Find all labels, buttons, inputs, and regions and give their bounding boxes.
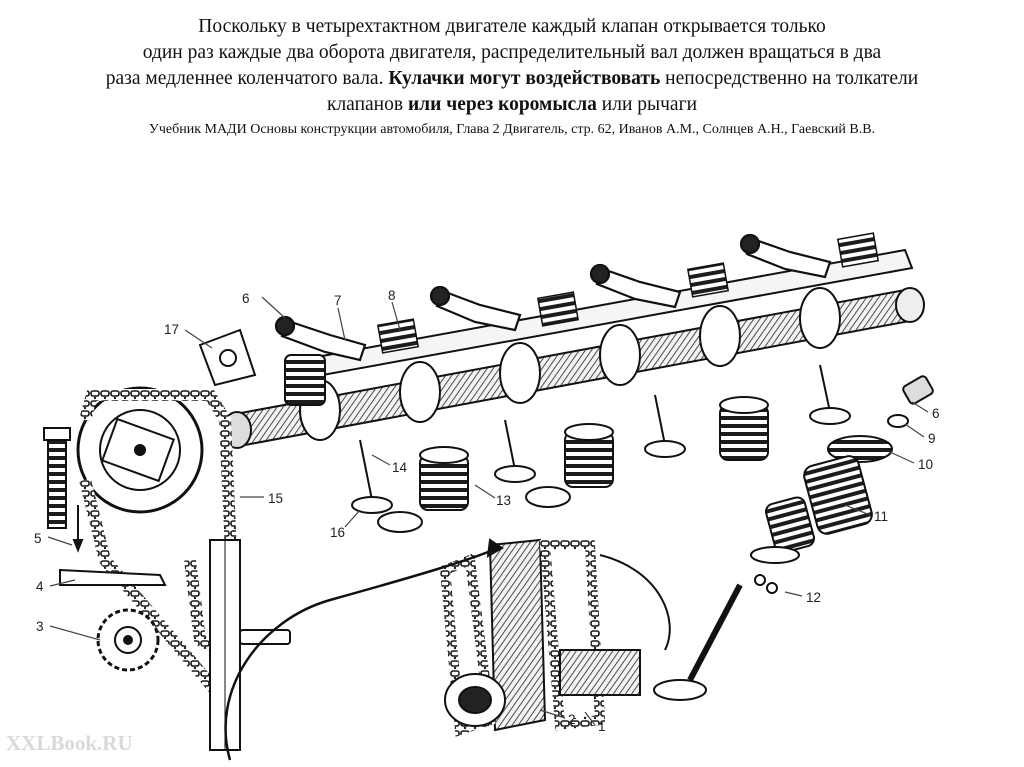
caption-line-4-c: или рычаги [596, 94, 698, 115]
leader-lines [47, 296, 929, 726]
label-12: 12 [806, 590, 821, 605]
label-5: 5 [34, 531, 42, 546]
caption-line-4-a: клапанов [326, 94, 408, 115]
caption-line-4-bold: или через коромысла [407, 94, 597, 115]
gasket [198, 328, 257, 387]
cam-lobes [299, 287, 841, 441]
caption-line-4: клапанов или через коромысла или рычаги [0, 92, 1024, 118]
caption-line-2: один раз каждые два оборота двигателя, р… [142, 42, 882, 63]
inset-detail [224, 538, 671, 761]
valves [351, 364, 851, 514]
timing-chain [79, 389, 242, 694]
label-14: 14 [392, 460, 408, 475]
tappets [284, 354, 769, 511]
caption-line-3-bold: Кулачки могут воздействовать [388, 68, 661, 89]
cam-sprocket [76, 386, 204, 514]
label-8: 8 [388, 288, 396, 303]
tensioner [209, 539, 291, 751]
label-16: 16 [330, 525, 345, 540]
label-4: 4 [36, 579, 44, 594]
tensioner-spring [43, 427, 84, 553]
label-2: 2 [568, 712, 576, 727]
caption-line-1: Поскольку в четырехтактном двигателе каж… [198, 16, 826, 37]
label-3: 3 [36, 619, 44, 634]
lever [59, 568, 167, 586]
part-labels: 6 7 8 17 6 9 10 11 12 13 14 15 16 5 4 3 … [34, 288, 940, 734]
label-7: 7 [334, 293, 342, 308]
label-17: 17 [164, 322, 179, 337]
label-9: 9 [928, 431, 936, 446]
label-15: 15 [268, 491, 283, 506]
label-6-right: 6 [932, 406, 940, 421]
washers [377, 486, 571, 533]
caption-block: Поскольку в четырехтактном двигателе каж… [0, 14, 1024, 141]
label-1: 1 [598, 719, 606, 734]
exploded-valve-parts [653, 375, 934, 701]
caption-line-3: раза медленнее коленчатого вала. Кулачки… [0, 66, 1024, 92]
label-6-top: 6 [242, 291, 250, 306]
label-11: 11 [874, 509, 888, 524]
crank-sprocket [96, 608, 160, 672]
label-10: 10 [918, 457, 933, 472]
rocker-springs [376, 232, 880, 354]
caption-line-3-a: раза медленнее коленчатого вала. [105, 68, 389, 89]
rocker-arms [274, 233, 832, 362]
source-citation: Учебник МАДИ Основы конструкции автомоби… [148, 122, 876, 137]
caption-line-3-c: непосредственно на толкатели [660, 68, 919, 89]
label-13: 13 [496, 493, 511, 508]
watermark: XXLBook.RU [6, 731, 133, 755]
camshaft [222, 287, 925, 449]
camshaft-drive-illustration: 6 7 8 17 6 9 10 11 12 13 14 15 16 5 4 3 … [6, 232, 940, 761]
